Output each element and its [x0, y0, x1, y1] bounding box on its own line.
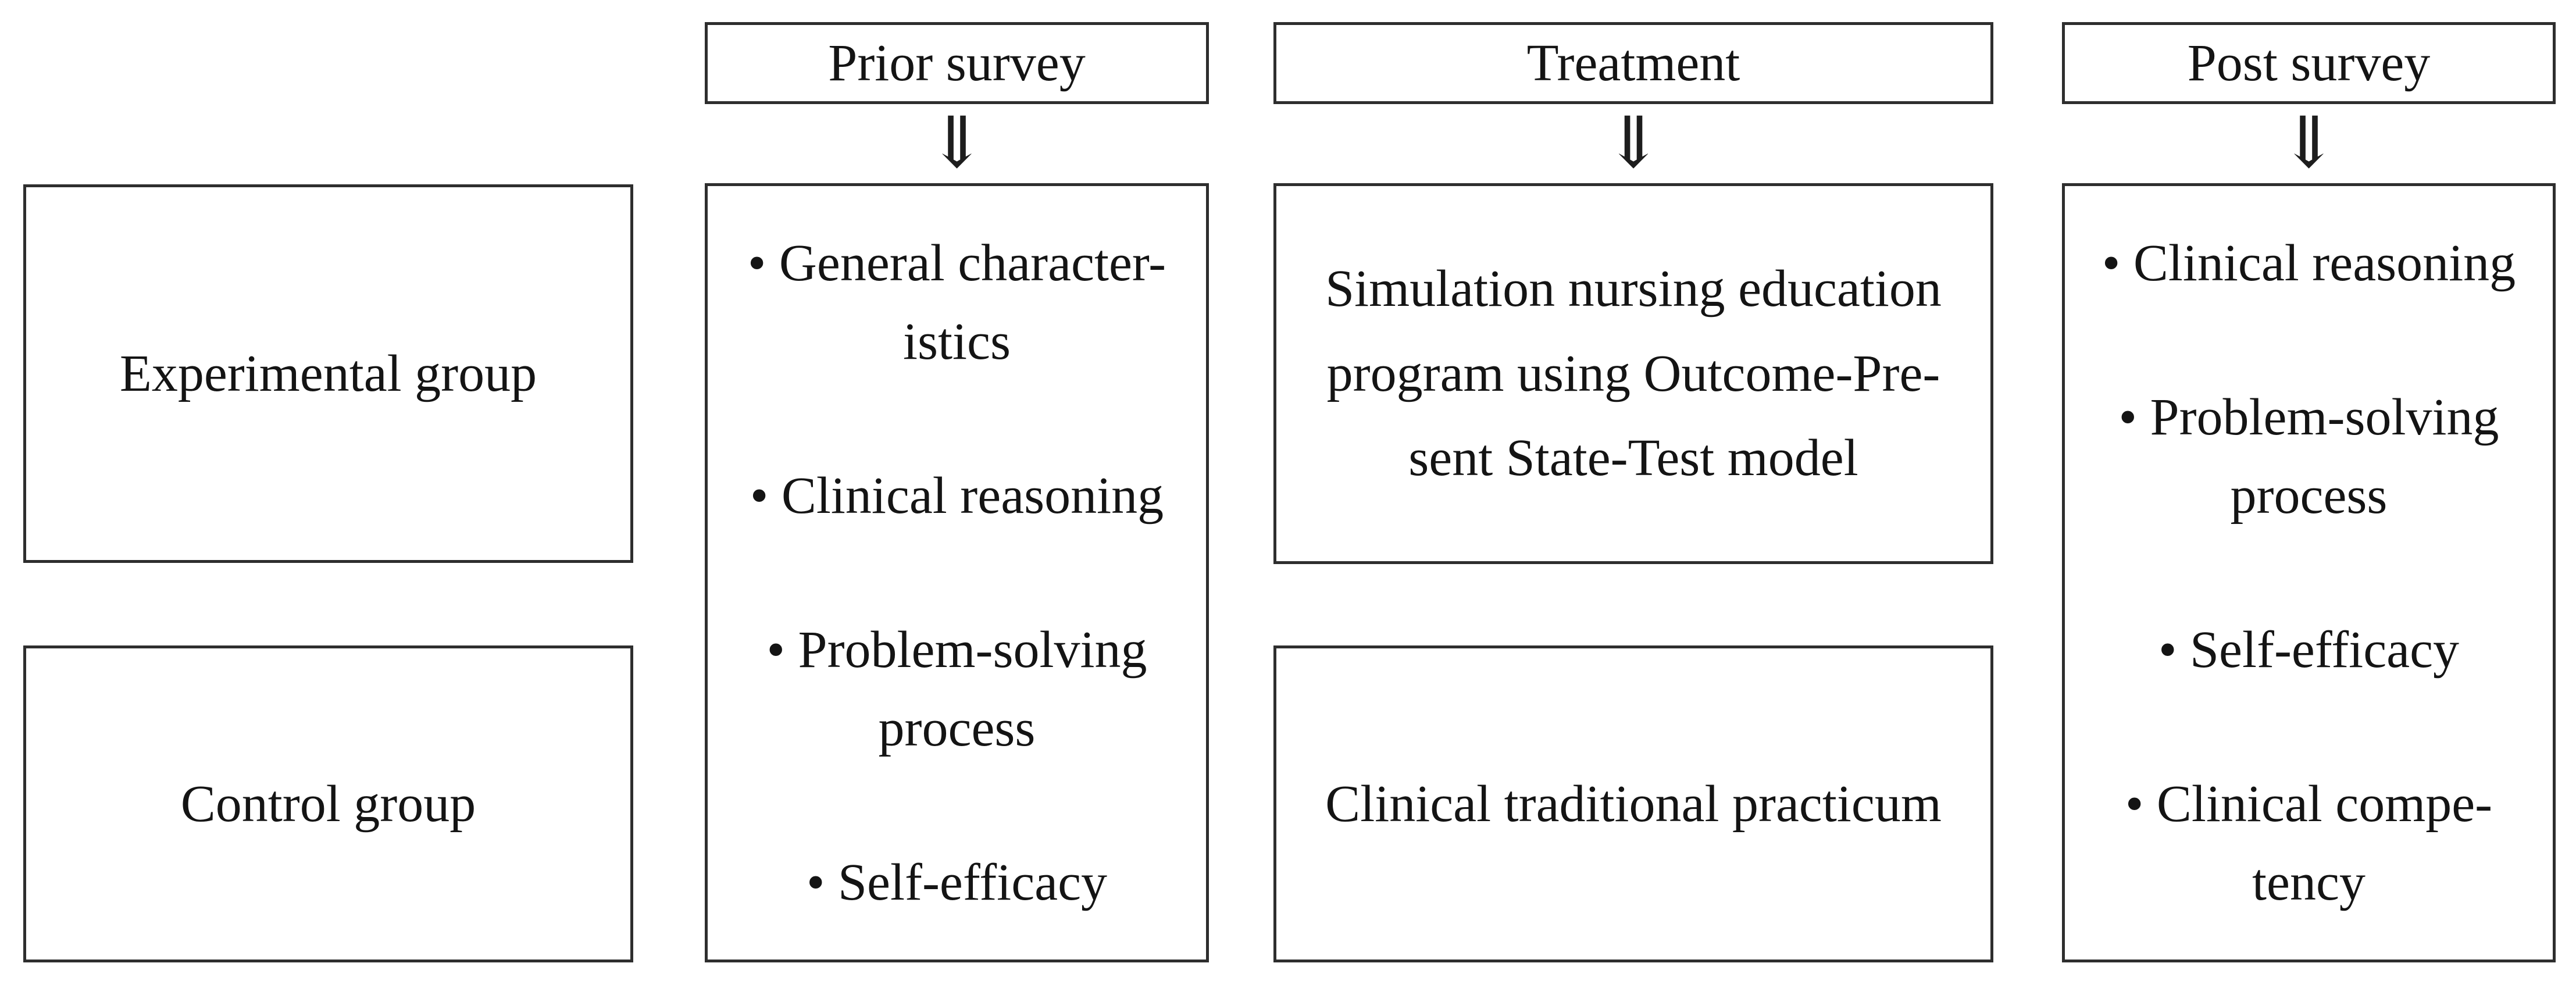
bullet-line-wrap: process: [878, 700, 1036, 757]
treatment-control-box: Clinical traditional practicum: [1273, 645, 1993, 962]
post-survey-header-box: Post survey: [2062, 22, 2556, 104]
treatment-control-text: Clinical traditional practicum: [1325, 762, 1942, 847]
experimental-group-box: Experimental group: [23, 184, 633, 563]
down-double-arrow-glyph: ⇓: [927, 104, 987, 183]
text-line: Clinical traditional practicum: [1325, 775, 1942, 833]
treatment-header-label: Treatment: [1526, 34, 1740, 92]
bullet-line: • Clinical compe-: [2125, 775, 2493, 833]
control-group-label: Control group: [180, 775, 476, 833]
text-line: program using Outcome-Pre-: [1326, 344, 1940, 402]
experimental-group-label: Experimental group: [119, 345, 537, 402]
prior-survey-header-box: Prior survey: [705, 22, 1209, 104]
treatment-experimental-text: Simulation nursing education program usi…: [1325, 247, 1942, 501]
treatment-experimental-box: Simulation nursing education program usi…: [1273, 183, 1993, 564]
bullet-line-wrap: process: [2230, 467, 2388, 525]
list-item: • Self-efficacy: [807, 843, 1107, 922]
down-double-arrow-glyph: ⇓: [1603, 104, 1664, 183]
down-double-arrow-icon: ⇓: [2062, 104, 2556, 184]
list-item: • Problem-solving process: [2119, 378, 2499, 535]
bullet-line: • Self-efficacy: [806, 854, 1108, 911]
bullet-line-wrap: tency: [2252, 854, 2366, 911]
down-double-arrow-glyph: ⇓: [2279, 104, 2339, 183]
bullet-line: • Clinical reasoning: [750, 467, 1164, 525]
list-item: • General character- istics: [748, 224, 1166, 381]
text-line: sent State-Test model: [1408, 429, 1858, 487]
list-item: • Self-efficacy: [2158, 611, 2459, 689]
prior-survey-header-label: Prior survey: [828, 34, 1086, 92]
down-double-arrow-icon: ⇓: [1273, 104, 1993, 184]
post-survey-measures-box: • Clinical reasoning • Problem-solving p…: [2062, 183, 2556, 962]
control-group-box: Control group: [23, 645, 633, 962]
prior-survey-measures-box: • General character- istics • Clinical r…: [705, 183, 1209, 962]
list-item: • Clinical reasoning: [2102, 224, 2516, 302]
down-double-arrow-icon: ⇓: [705, 104, 1209, 184]
bullet-line: • Clinical reasoning: [2102, 234, 2516, 292]
bullet-line: • Problem-solving: [2118, 388, 2499, 446]
post-survey-header-label: Post survey: [2187, 34, 2431, 92]
list-item: • Clinical reasoning: [750, 456, 1164, 535]
bullet-line: • General character-: [747, 234, 1166, 292]
bullet-line-wrap: istics: [902, 313, 1011, 370]
list-item: • Problem-solving process: [767, 611, 1147, 768]
bullet-line: • Problem-solving: [766, 621, 1147, 679]
list-item: • Clinical compe- tency: [2125, 765, 2492, 922]
text-line: Simulation nursing education: [1325, 259, 1942, 318]
bullet-line: • Self-efficacy: [2158, 621, 2460, 679]
treatment-header-box: Treatment: [1273, 22, 1993, 104]
